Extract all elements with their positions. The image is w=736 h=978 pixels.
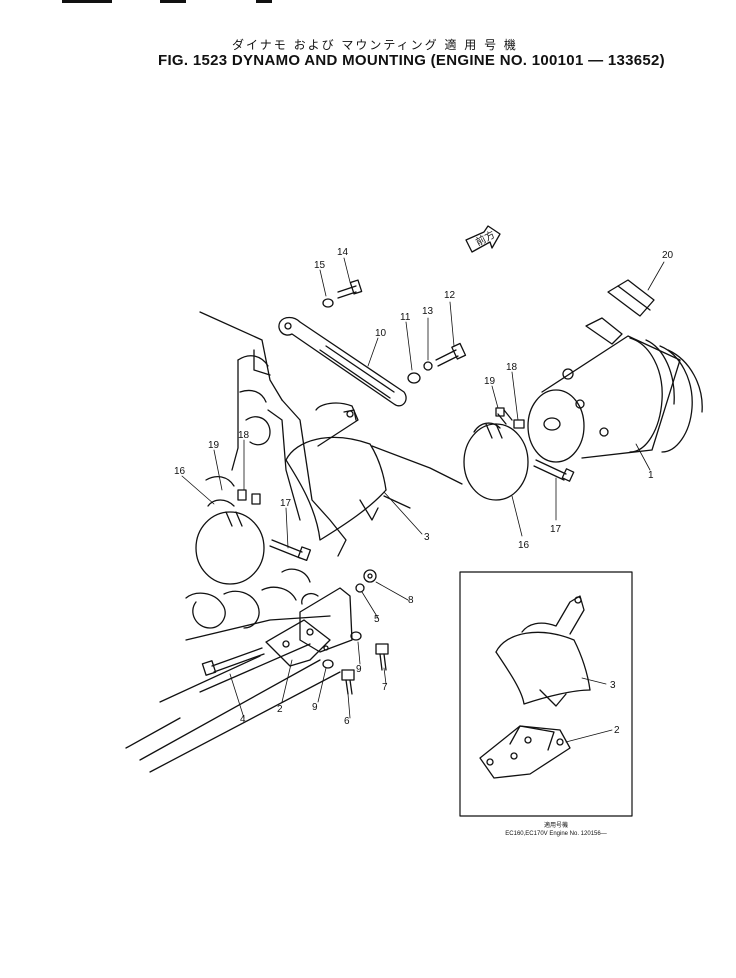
japanese-title: ダイナモ および マウンティング 適 用 号 機 <box>232 38 518 52</box>
washer-9 <box>350 631 362 641</box>
callout-label: 16 <box>518 540 530 551</box>
dynamo-1 <box>527 279 703 463</box>
callout-label: 7 <box>382 682 388 693</box>
nut-6 <box>363 569 377 583</box>
callout-label: 1 <box>648 470 654 481</box>
bolt-14 <box>337 279 363 299</box>
washer-5 <box>355 583 365 593</box>
callout-label: 3 <box>610 680 616 691</box>
band-16-left <box>195 499 265 585</box>
direction-arrow-icon <box>465 225 501 253</box>
callout-label: 8 <box>408 595 414 606</box>
edge-mark <box>160 0 186 3</box>
callout-labels: 20 14 15 12 13 11 10 19 18 1 19 18 16 17… <box>174 247 674 736</box>
callout-label: 6 <box>344 716 350 727</box>
inset-caption: 適用号機 EC160,EC170V Engine No. 120156— <box>456 822 656 838</box>
inset-caption-engine-range: EC160,EC170V Engine No. 120156— <box>505 831 607 837</box>
washer-11 <box>407 372 421 384</box>
callout-label: 4 <box>240 714 246 725</box>
callout-label: 14 <box>337 247 349 258</box>
callout-label: 10 <box>375 328 387 339</box>
bolt-7 <box>375 643 389 671</box>
bolt-19-right <box>495 407 513 425</box>
callout-label: 18 <box>238 430 250 441</box>
callout-label: 19 <box>208 440 220 451</box>
bolt-19-left <box>237 489 247 501</box>
callout-label: 15 <box>314 260 326 271</box>
callout-label: 9 <box>356 664 362 675</box>
washer-13 <box>423 361 433 371</box>
belt-line <box>371 445 463 485</box>
callout-label: 2 <box>614 725 620 736</box>
callout-label: 9 <box>312 702 318 713</box>
washer-9 <box>322 659 334 669</box>
inset-bracket-3 <box>495 595 591 707</box>
callout-label: 16 <box>174 466 186 477</box>
bolt-18-right <box>513 419 525 429</box>
callout-label: 3 <box>424 532 430 543</box>
inset-leader-2 <box>565 729 613 743</box>
band-16-right <box>463 422 529 501</box>
figure-title: FIG. 1523 DYNAMO AND MOUNTING (ENGINE NO… <box>158 52 665 69</box>
callout-label: 19 <box>484 376 496 387</box>
inset-bracket-2 <box>479 725 571 779</box>
callout-label: 2 <box>277 704 283 715</box>
callout-label: 17 <box>550 524 562 535</box>
washer-15 <box>322 298 334 308</box>
callout-label: 18 <box>506 362 518 373</box>
adjusting-bar-10 <box>278 316 407 407</box>
bracket-3 <box>285 402 411 541</box>
bolt-8 <box>341 669 355 695</box>
bolt-18-left <box>251 493 261 505</box>
engine-block-outline <box>125 311 347 773</box>
bolt-17-right <box>533 459 575 482</box>
callout-label: 11 <box>400 312 411 323</box>
top-edge-marks <box>0 0 736 6</box>
leader-lines <box>181 257 665 719</box>
edge-mark <box>62 0 112 3</box>
callout-label: 13 <box>422 306 434 317</box>
callout-label: 17 <box>280 498 292 509</box>
inset-frame <box>459 571 633 817</box>
edge-mark <box>256 0 272 3</box>
callout-label: 12 <box>444 290 456 301</box>
bolt-17-left <box>269 539 312 561</box>
bolt-4 <box>201 647 265 676</box>
inset-leader-3 <box>581 677 607 685</box>
inset-caption-heading: 適用号機 <box>543 823 568 829</box>
callout-label: 20 <box>662 250 674 261</box>
bolt-12 <box>435 342 467 367</box>
callout-label: 5 <box>374 614 380 625</box>
bracket-2 <box>265 587 353 667</box>
